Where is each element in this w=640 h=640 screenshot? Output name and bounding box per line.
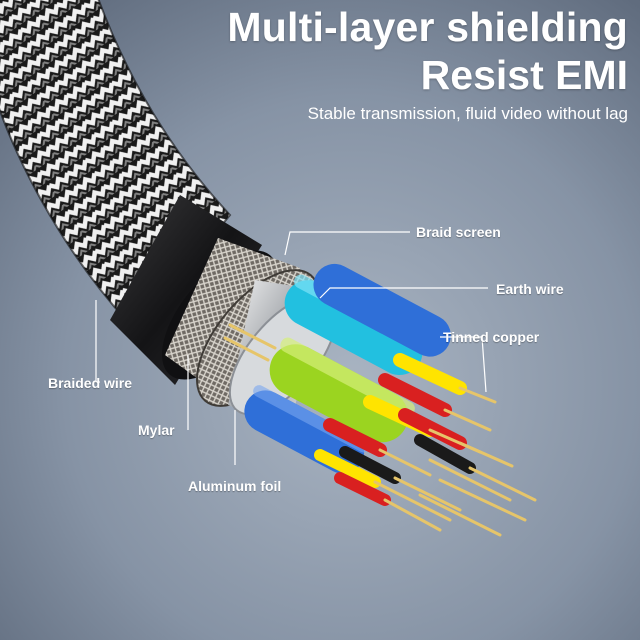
label-tinned-copper: Tinned copper <box>443 329 540 345</box>
label-aluminum-foil: Aluminum foil <box>188 478 282 494</box>
subtitle: Stable transmission, fluid video without… <box>307 104 628 123</box>
label-braided-wire: Braided wire <box>48 375 133 391</box>
headline-line-2: Resist EMI <box>420 52 628 98</box>
label-earth-wire: Earth wire <box>496 281 564 297</box>
label-braid-screen: Braid screen <box>416 224 501 240</box>
headline-line-1: Multi-layer shielding <box>227 4 628 50</box>
label-mylar: Mylar <box>138 422 175 438</box>
